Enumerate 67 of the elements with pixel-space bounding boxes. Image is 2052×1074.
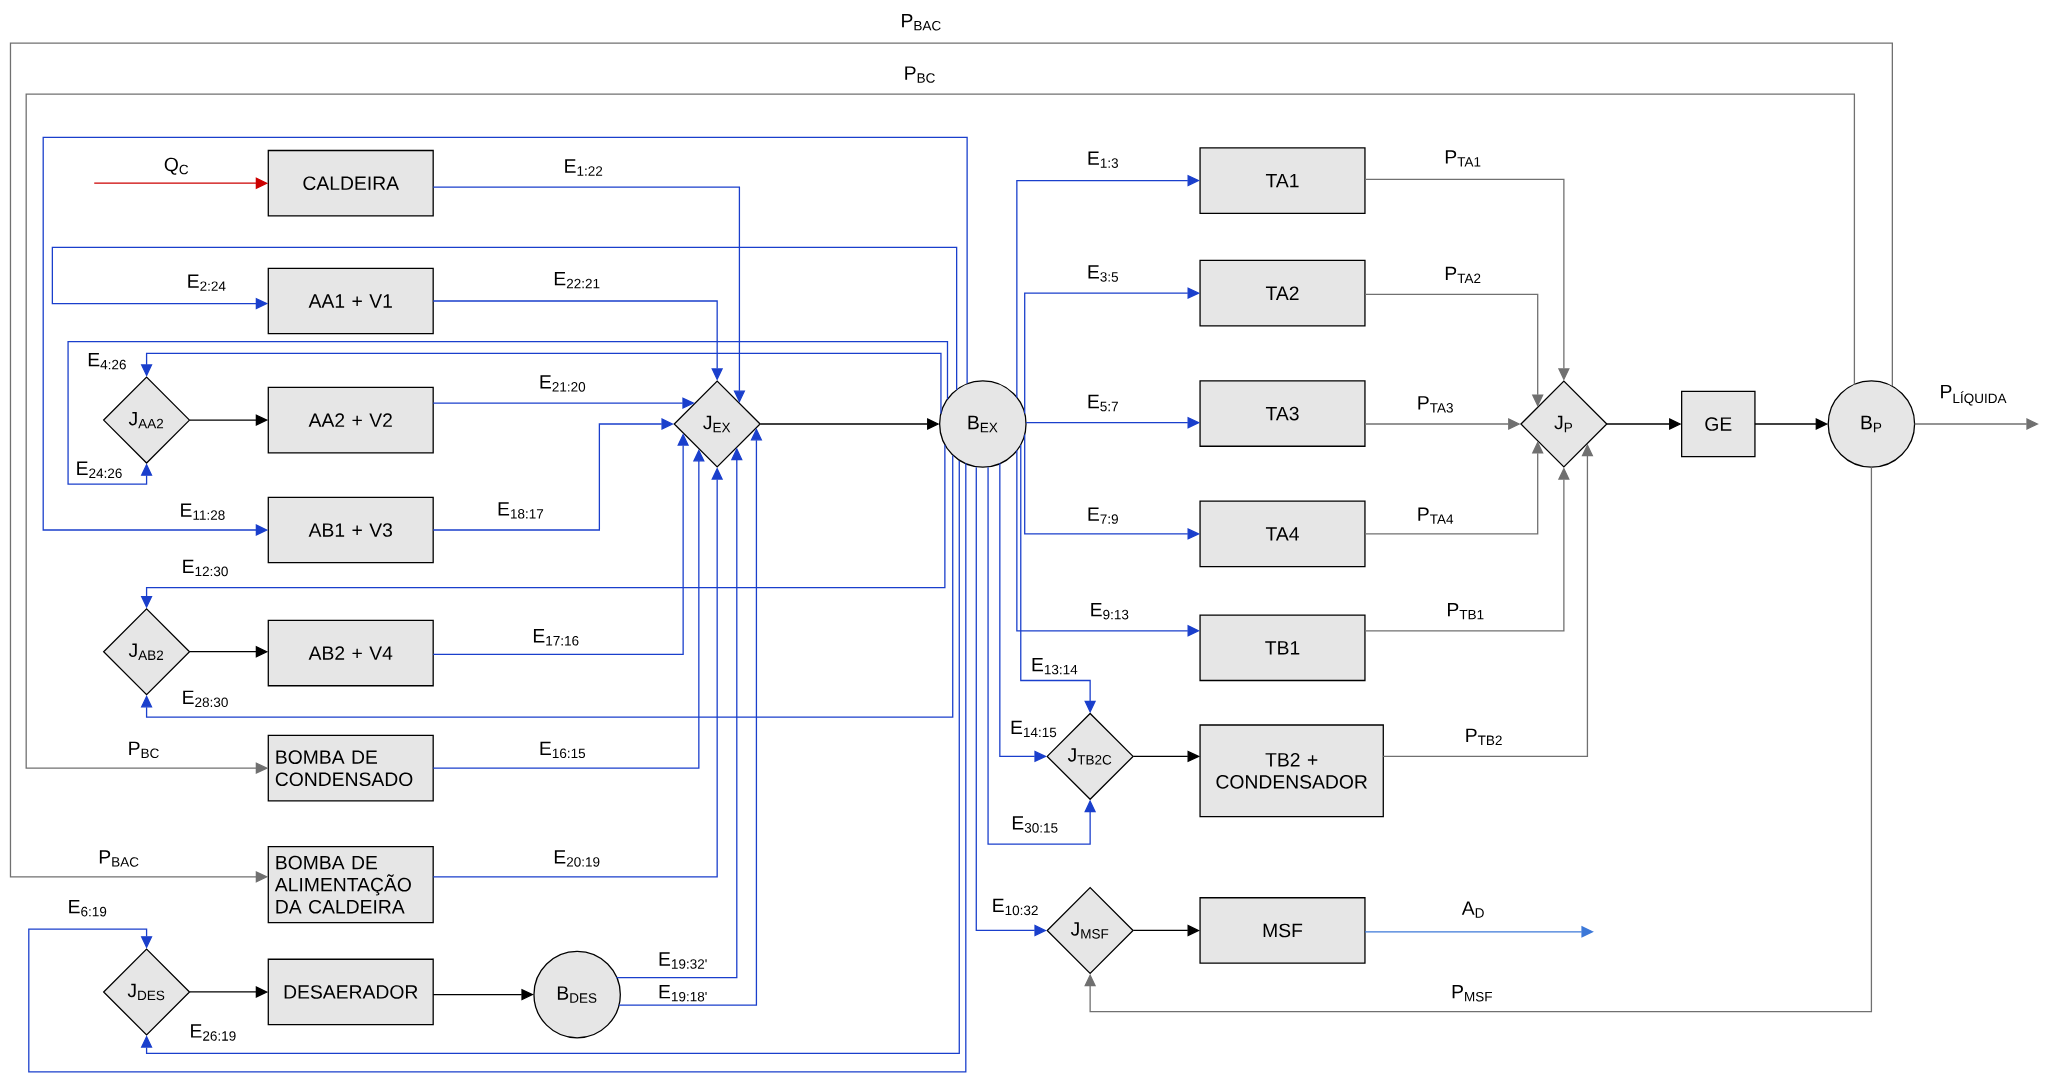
edge-label: E$_{3:5}$	[1085, 263, 1122, 284]
edge-label: E$_{1:22}$	[561, 157, 606, 178]
process-box: AB1 + V3	[267, 496, 434, 564]
edge-label: E$_{6:19}$	[65, 897, 110, 919]
process-box: GE	[1681, 390, 1756, 458]
line-label: P$_{BAC}$	[898, 12, 944, 33]
edge-label: E$_{5:7}$	[1085, 392, 1122, 413]
line-label: P$_{BC}$	[901, 64, 939, 85]
arrow	[432, 417, 674, 531]
edge-label: E$_{17:16}$	[530, 627, 582, 648]
process-box: CALDEIRA	[267, 149, 434, 217]
arrow	[28, 462, 967, 1073]
process-box: TA3	[1199, 379, 1366, 447]
edge-label: E$_{19:18'}$	[656, 983, 711, 1004]
process-box: BOMBA DE ALIMENTAÇÃO DA CALDEIRA	[267, 845, 434, 924]
process-box: MSF	[1199, 896, 1366, 964]
process-box: AA2 + V2	[267, 386, 434, 454]
edge-label: P$_{TA2}$	[1442, 264, 1484, 285]
edge-label: E$_{30:15}$	[1009, 814, 1061, 835]
edge-label: P$_{LÍQUIDA}$	[1937, 382, 2010, 408]
process-box: TB1	[1199, 614, 1366, 681]
process-box: AB2 + V4	[267, 619, 434, 687]
edge-label: E$_{10:32}$	[989, 896, 1042, 917]
arrow	[1084, 466, 1873, 1013]
process-box: BOMBA DE CONDENSADO	[267, 734, 434, 802]
edge-label: P$_{MSF}$	[1449, 983, 1496, 1004]
edge-label: P$_{BC}$	[125, 739, 163, 760]
arrow	[67, 340, 949, 485]
edge-label: P$_{TB2}$	[1462, 726, 1506, 747]
arrow	[1364, 925, 1594, 938]
arrow	[140, 459, 960, 1054]
arrow	[42, 136, 968, 536]
edge-label: E$_{7:9}$	[1085, 505, 1122, 526]
arrow	[1913, 417, 2039, 430]
arrow	[51, 246, 958, 391]
edge-label: P$_{TA4}$	[1415, 505, 1457, 526]
process-box: DESAERADOR	[267, 958, 434, 1026]
edge-label: P$_{BAC}$	[96, 848, 142, 869]
edge-label: E$_{11:28}$	[177, 501, 228, 522]
edge-label: E$_{2:24}$	[184, 272, 229, 293]
edge-label: E$_{1:3}$	[1085, 149, 1122, 170]
edge-label: E$_{16:15}$	[537, 739, 589, 760]
process-box: TA2	[1199, 259, 1366, 327]
edge-label: A$_{D}$	[1459, 899, 1488, 920]
edge-label: P$_{TB1}$	[1444, 600, 1487, 621]
arrow	[140, 454, 954, 718]
process-box: TA4	[1199, 500, 1366, 568]
edge-label: E$_{12:30}$	[179, 557, 232, 578]
edge-label: P$_{TA1}$	[1442, 148, 1484, 169]
arrow	[1364, 467, 1570, 632]
edge-label: E$_{13:14}$	[1029, 655, 1081, 676]
edge-label: E$_{18:17}$	[495, 500, 547, 521]
process-box: AA1 + V1	[267, 267, 434, 335]
edge-label: E$_{4:26}$	[85, 350, 130, 372]
edge-label: E$_{9:13}$	[1087, 600, 1132, 621]
arrow	[25, 93, 1856, 774]
edge-label: E$_{21:20}$	[537, 373, 589, 394]
arrow	[9, 42, 1893, 883]
arrow	[1020, 444, 1097, 713]
arrow	[432, 396, 695, 409]
process-box: TA1	[1199, 147, 1366, 214]
process-box: TB2 + CONDENSADOR	[1199, 724, 1384, 818]
edge-label: E$_{20:19}$	[551, 848, 603, 869]
edge-label: Q$_{C}$	[162, 155, 192, 177]
edge-label: E$_{19:32'}$	[656, 950, 711, 971]
edge-label: E$_{22:21}$	[551, 269, 603, 290]
edge-label: P$_{TA3}$	[1415, 394, 1457, 415]
